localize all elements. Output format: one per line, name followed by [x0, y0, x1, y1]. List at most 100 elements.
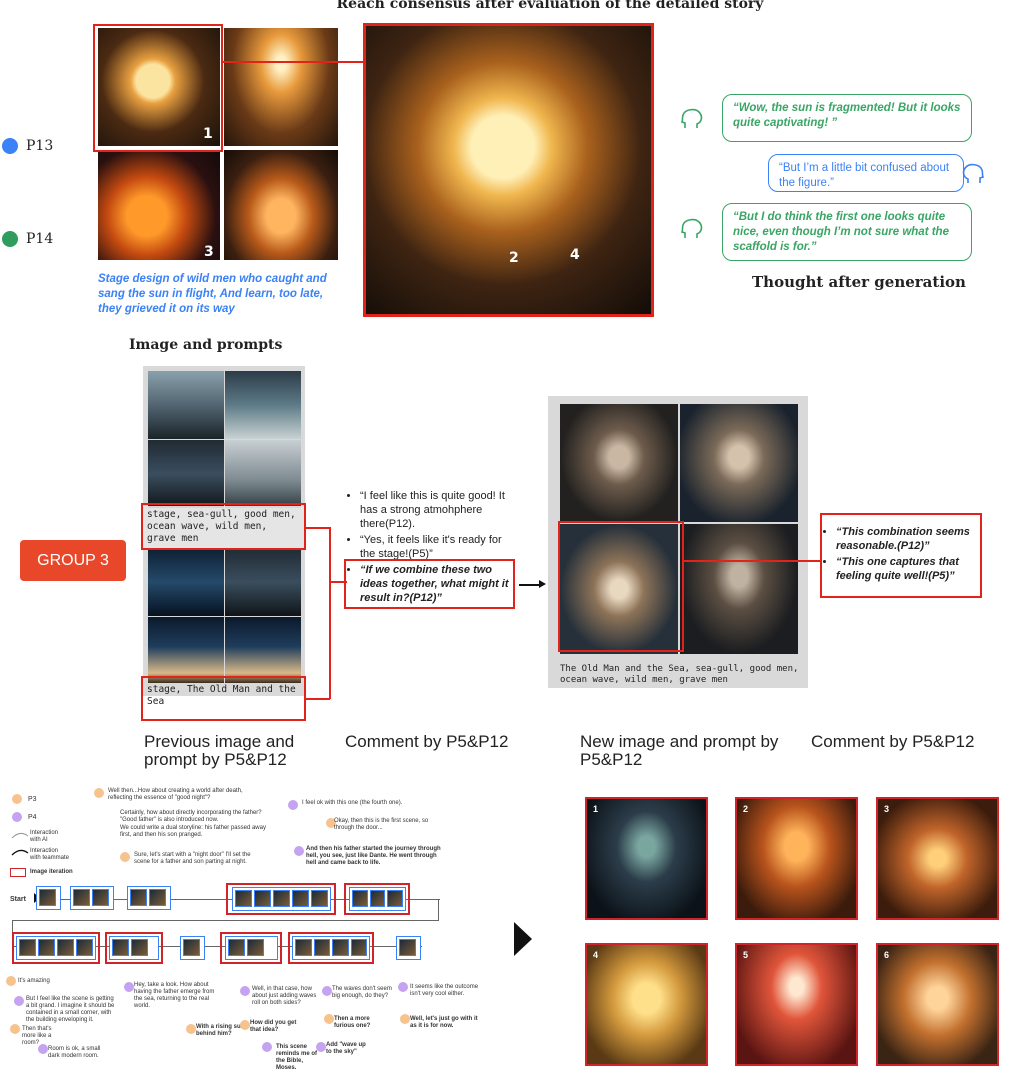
- image-number-2: 2: [509, 250, 519, 266]
- selection-highlight: [93, 24, 223, 152]
- flow-note: Sure, let's start with a "night door" I'…: [134, 852, 251, 865]
- flow-note: Then that's more like a room?: [22, 1026, 52, 1046]
- image-number-4: 4: [570, 247, 580, 263]
- p4-node: [240, 986, 250, 996]
- image-number: 6: [884, 950, 890, 960]
- flow-note: With a rising sun behind him?: [196, 1024, 245, 1037]
- thought-bubble-1: “Wow, the sun is fragmented! But it look…: [722, 94, 972, 142]
- p3-node: [94, 788, 104, 798]
- stage-image-1: 1: [98, 28, 220, 146]
- section2-heading: Image and prompts: [129, 337, 283, 353]
- oldman-image-4: [225, 617, 301, 683]
- thought-label: Thought after generation: [752, 273, 966, 291]
- p13-label: P13: [26, 138, 54, 154]
- p3-label: P3: [28, 796, 37, 803]
- comment-list-left: “I feel like this is quite good! It has …: [348, 489, 520, 607]
- comment-highlight: [344, 559, 515, 609]
- flow-line-bottom: [12, 946, 422, 947]
- p3-dot: [12, 794, 22, 804]
- iteration-highlight: [344, 883, 410, 915]
- iteration-node: [292, 936, 370, 960]
- generated-image-5: 5: [735, 943, 858, 1066]
- selected-new-image: [558, 521, 684, 652]
- thought-bubble-2: “But I’m a little bit confused about the…: [768, 154, 964, 192]
- flow-note: Okay, then this is the first scene, so t…: [334, 818, 429, 831]
- flow-note: It seems like the outcome isn't very coo…: [410, 984, 479, 997]
- image-number: 2: [743, 804, 749, 814]
- bracket-line: [306, 698, 330, 700]
- bracket-line: [329, 527, 331, 699]
- result-arrow: [514, 922, 532, 956]
- oldman-image-2: [225, 548, 301, 616]
- comment-item: “If we combine these two ideas together,…: [360, 563, 520, 605]
- ai-arrow-icon: [11, 832, 29, 839]
- comment-item: “This combination seems reasonable.(P12)…: [836, 525, 980, 553]
- feedback-highlight: [820, 513, 982, 598]
- new-image-3: [560, 524, 678, 654]
- feedback-connector: [684, 560, 820, 562]
- previous-images-panel: [143, 366, 305, 696]
- iteration-highlight: [105, 932, 163, 964]
- participant-p14: P14: [2, 231, 53, 247]
- generated-image-3: 3: [876, 797, 999, 920]
- iteration-highlight: [220, 932, 282, 964]
- p4-node: [316, 1042, 326, 1052]
- label-comment-2: Comment by P5&P12: [811, 732, 975, 751]
- head-icon: [962, 163, 985, 183]
- new-image-2: [680, 404, 798, 522]
- new-images-panel: [548, 396, 808, 688]
- arrow-head: [539, 580, 546, 588]
- legend-ai: Interaction with AI: [30, 830, 59, 843]
- oldman-image-3: [148, 617, 224, 683]
- iteration-node: [127, 886, 171, 910]
- comment-list-right: “This combination seems reasonable.(P12)…: [824, 525, 980, 585]
- p4-node: [288, 800, 298, 810]
- seagull-image-4: [225, 440, 301, 508]
- image-number: 3: [884, 804, 890, 814]
- flow-note: Add "wave up to the sky": [326, 1042, 366, 1055]
- iteration-node: [36, 886, 61, 910]
- legend-team: Interaction with teammate: [30, 848, 70, 861]
- flow-line: [438, 899, 439, 920]
- flow-note: And then his father started the journey …: [306, 846, 441, 866]
- flow-line: [12, 920, 439, 921]
- flow-note: Well, let's just go with it as it is for…: [410, 1016, 478, 1029]
- iteration-node: [349, 887, 406, 911]
- prompt-caption-bottom: stage, The Old Man and the Sea: [147, 684, 296, 707]
- label-previous: Previous image and prompt by P5&P12: [144, 732, 295, 769]
- p3-node: [186, 1024, 196, 1034]
- iteration-node: [70, 886, 114, 910]
- comment-item: “This one captures that feeling quite we…: [836, 555, 980, 583]
- flow-note: This scene reminds me of the Bible, Mose…: [276, 1044, 318, 1071]
- iteration-box-icon: [10, 868, 26, 877]
- zoom-connector: [222, 61, 364, 63]
- participant-p13: P13: [2, 138, 53, 154]
- p4-node: [322, 986, 332, 996]
- flow-note: Then a more furious one?: [334, 1016, 371, 1029]
- p14-dot: [2, 231, 18, 247]
- bracket-line: [306, 527, 330, 529]
- stage-caption: Stage design of wild men who caught and …: [98, 273, 327, 315]
- p3-node: [10, 1024, 20, 1034]
- p4-node: [38, 1044, 48, 1054]
- p3-node: [326, 818, 336, 828]
- generated-image-1: 1: [585, 797, 708, 920]
- iteration-highlight: [288, 932, 374, 964]
- image-number: 4: [593, 950, 599, 960]
- flow-note: It's amazing: [18, 978, 50, 984]
- p3-node: [400, 1014, 410, 1024]
- prompt-highlight-top: [141, 503, 306, 550]
- p3-node: [6, 976, 16, 986]
- flow-note: I feel ok with this one (the fourth one)…: [302, 800, 403, 806]
- p13-dot: [2, 138, 18, 154]
- stage-image-3: 3: [98, 150, 220, 260]
- new-image-4: [680, 524, 798, 654]
- head-icon: [680, 108, 703, 128]
- p3-node: [120, 852, 130, 862]
- prompt-caption-top: stage, sea-gull, good men, ocean wave, w…: [143, 506, 305, 548]
- flow-note: Certainly, how about directly incorporat…: [120, 810, 262, 823]
- iteration-node: [225, 936, 278, 960]
- iteration-node: [396, 936, 421, 960]
- stage-image-2: [224, 28, 338, 146]
- image-number-1: 1: [203, 126, 213, 142]
